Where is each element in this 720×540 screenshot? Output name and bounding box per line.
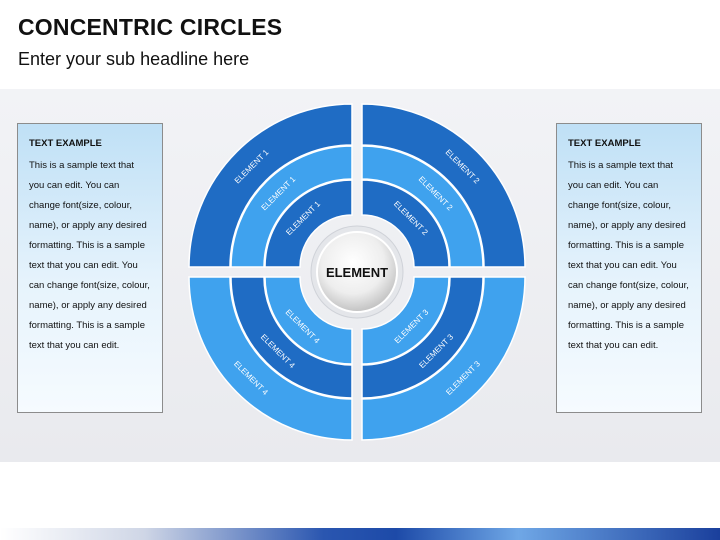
center-hub[interactable]: ELEMENT: [310, 225, 404, 319]
left-text-body: This is a sample text that you can edit.…: [29, 160, 150, 351]
right-text-box[interactable]: TEXT EXAMPLE This is a sample text that …: [556, 123, 702, 413]
bottom-accent-bar: [0, 528, 720, 540]
middle-ring-segment-top-right[interactable]: [361, 145, 484, 268]
left-text-heading: TEXT EXAMPLE: [29, 138, 102, 149]
middle-ring-segment-top-left[interactable]: [230, 145, 353, 268]
right-text-heading: TEXT EXAMPLE: [568, 138, 641, 149]
middle-ring-segment-bottom-right[interactable]: [361, 276, 484, 399]
left-text-box[interactable]: TEXT EXAMPLE This is a sample text that …: [17, 123, 163, 413]
outer-ring-segment-top-left[interactable]: [188, 103, 353, 268]
outer-ring-segment-bottom-right[interactable]: [361, 276, 526, 441]
inner-ring-segment-bottom-left[interactable]: [264, 276, 353, 365]
middle-ring-segment-bottom-left[interactable]: [230, 276, 353, 399]
right-text-body: This is a sample text that you can edit.…: [568, 160, 689, 351]
page-subtitle: Enter your sub headline here: [18, 49, 250, 69]
outer-ring-segment-top-right[interactable]: [361, 103, 526, 268]
center-label: ELEMENT: [326, 265, 388, 280]
inner-ring-segment-top-left[interactable]: [264, 179, 353, 268]
inner-ring-segment-top-right[interactable]: [361, 179, 450, 268]
outer-ring-segment-bottom-left[interactable]: [188, 276, 353, 441]
page-title: CONCENTRIC CIRCLES: [18, 14, 283, 40]
inner-ring-segment-bottom-right[interactable]: [361, 276, 450, 365]
